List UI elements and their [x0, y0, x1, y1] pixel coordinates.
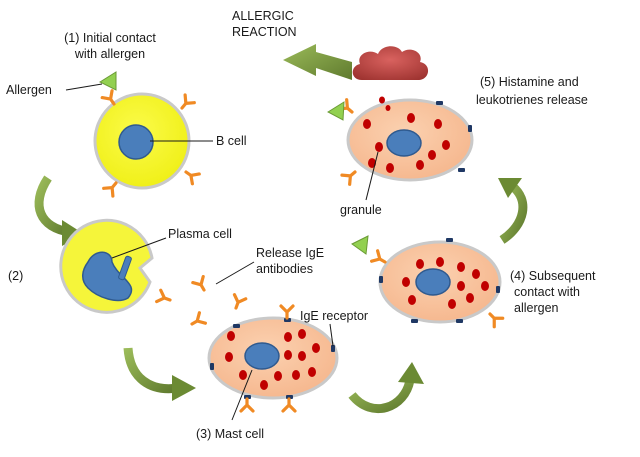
- step1-label-line1: (1) Initial contact: [64, 31, 156, 45]
- b-cell-nucleus: [118, 124, 154, 160]
- released-antibody: [191, 275, 211, 295]
- sensitized-mast-cell: [370, 238, 505, 329]
- allergen-icon: [98, 71, 117, 91]
- allergen-label: Allergen: [6, 83, 52, 97]
- degranulating-mast-cell-granules: [363, 113, 450, 173]
- ige-receptor-leader-line: [329, 323, 334, 347]
- mast-cell-antibody: [279, 304, 295, 320]
- mast-cell-leader-line: [231, 369, 253, 421]
- granule-label: granule: [340, 203, 382, 217]
- degranulating-antibody: [340, 165, 361, 186]
- released-antibody: [187, 311, 207, 331]
- mast-cell-antibody: [239, 397, 255, 413]
- allergic-reaction-label-line1: ALLERGIC: [232, 9, 294, 23]
- allergic-reaction-arrow: [283, 44, 352, 80]
- flow-arrow-2-to-3: [123, 347, 196, 401]
- step3-label: (3) Mast cell: [196, 427, 264, 441]
- sensitized-mast-cell-receptors: [379, 238, 500, 323]
- step4-label-line1: (4) Subsequent: [510, 269, 596, 283]
- sensitized-mast-cell-granules: [402, 257, 489, 309]
- plasma-cell: [59, 218, 154, 314]
- release-label-line2: antibodies: [256, 262, 313, 276]
- degranulating-mast-cell-receptors: [436, 101, 472, 172]
- step2-label: (2): [8, 269, 23, 283]
- released-antibody: [228, 293, 248, 312]
- flow-arrow-4-to-5: [498, 178, 528, 244]
- step5-label-line1: (5) Histamine and: [480, 75, 579, 89]
- mast-cell-antibody: [281, 397, 297, 413]
- sensitized-antibody: [484, 308, 505, 329]
- sensitized-mast-cell-nucleus: [415, 268, 451, 296]
- step1-label-line2: with allergen: [74, 47, 145, 61]
- released-antibody: [155, 288, 174, 308]
- allergen-leader-line: [65, 83, 103, 91]
- granule-leader-line: [365, 151, 379, 201]
- plasma-cell-label: Plasma cell: [168, 227, 232, 241]
- release-leader-line: [215, 261, 255, 285]
- plasma-cell-nucleus: [82, 251, 133, 302]
- allergen-icon: [351, 235, 369, 255]
- mast-cell-receptors: [210, 318, 335, 399]
- released-granules: [379, 96, 391, 111]
- step5-label-line2: leukotrienes release: [476, 93, 588, 107]
- release-label-line1: Release IgE: [256, 246, 324, 260]
- b-cell-antibody: [180, 165, 201, 186]
- allergen-icon: [327, 101, 345, 121]
- allergic-reaction-label-line2: REACTION: [232, 25, 297, 39]
- plasma-cell-leader-line: [111, 237, 167, 259]
- b-cell: [93, 89, 201, 198]
- mediator-cloud: [352, 46, 429, 80]
- mast-cell-granules: [225, 329, 320, 390]
- flow-arrow-3-to-4: [348, 362, 424, 414]
- degranulating-mast-cell: [337, 98, 474, 186]
- degranulating-mast-cell-nucleus: [386, 129, 422, 157]
- mast-cell-nucleus: [244, 342, 280, 370]
- mast-cell: [207, 304, 339, 413]
- b-cell-antibody: [175, 93, 196, 114]
- b-cell-label: B cell: [216, 134, 247, 148]
- ige-receptor-label: IgE receptor: [300, 309, 368, 323]
- step4-label-line2: contact with: [514, 285, 580, 299]
- step4-label-line3: allergen: [514, 301, 559, 315]
